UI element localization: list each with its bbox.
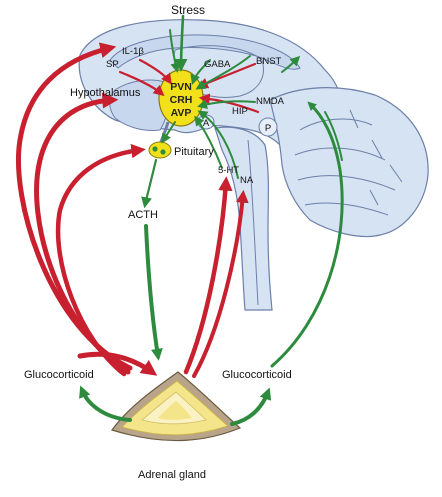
pituitary-label: Pituitary — [174, 146, 214, 158]
adrenal-to-glucocorticoid-left — [79, 385, 132, 422]
crh-label: CRH — [170, 94, 193, 106]
acth-label: ACTH — [128, 209, 158, 221]
avp-label: AVP — [171, 107, 192, 119]
p-label: P — [265, 123, 271, 134]
feedback-arrow-pituitary — [55, 143, 146, 377]
glucocorticoid-feedback-arrows — [16, 42, 260, 378]
acth-to-adrenal-arrow — [144, 224, 163, 361]
feedback-arrow-5ht — [183, 176, 233, 375]
a-label: A — [203, 118, 210, 129]
feedback-arrow-na — [192, 189, 249, 378]
5ht-label: 5-HT — [218, 165, 239, 176]
na-label: NA — [240, 175, 254, 186]
feedback-arrow-hypothalamus — [34, 92, 131, 375]
hypothalamus-label: Hypothalamus — [70, 87, 141, 99]
nmda-label: NMDA — [256, 96, 285, 107]
gaba-label: GABA — [204, 59, 231, 70]
adrenal-to-glucocorticoid-right — [230, 387, 272, 426]
pvn-label: PVN — [170, 81, 192, 93]
adrenal-gland-label: Adrenal gland — [138, 469, 206, 481]
brain-sagittal-section — [78, 19, 429, 311]
hip-label: HIP — [232, 106, 248, 117]
adrenal-gland — [111, 371, 242, 442]
glucocorticoid-left-label: Glucocorticoid — [24, 369, 94, 381]
glucocorticoid-right-to-brain — [270, 101, 344, 368]
pituitary-gland — [148, 141, 172, 159]
bnst-label: BNST — [256, 56, 282, 67]
stimulatory-arrows — [79, 14, 344, 426]
glucocorticoid-arrow-left — [77, 351, 158, 376]
il1b-label: IL-1β — [122, 46, 144, 57]
stress-arrow — [174, 14, 188, 72]
stress-label: Stress — [171, 3, 205, 17]
glucocorticoid-right-label: Glucocorticoid — [222, 369, 292, 381]
sp-label: SP — [106, 59, 119, 70]
acth-arrow — [141, 158, 158, 209]
